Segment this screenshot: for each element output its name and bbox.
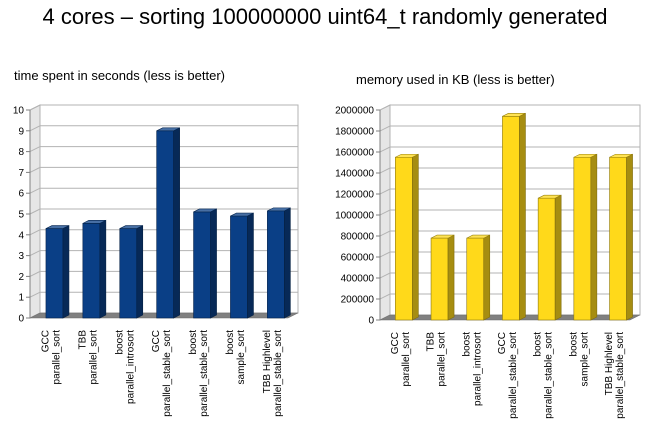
- time-x-tick-label-line: boost: [188, 330, 199, 355]
- time-bar: [45, 225, 70, 319]
- time-x-tick-label-line: parallel_stable_sort: [162, 330, 173, 417]
- memory-gridline: [379, 167, 640, 174]
- time-bar: [82, 219, 107, 319]
- memory-bar: [609, 153, 633, 321]
- memory-y-tick-label: 200000: [341, 295, 375, 306]
- time-x-tick-label-line: sample_sort: [236, 330, 247, 385]
- time-y-tick-label: 1: [18, 293, 24, 304]
- time-x-tick-label-line: GCC: [40, 330, 51, 352]
- memory-x-tick-label-line: boost: [461, 332, 472, 357]
- memory-y-tick-label: 1200000: [335, 190, 374, 201]
- time-x-tick-label-line: parallel_stable_sort: [199, 330, 210, 417]
- memory-x-tick-label-line: TBB: [426, 332, 437, 352]
- time-y-tick-label: 5: [18, 210, 24, 221]
- memory-x-tick-label-line: TBB Highlevel: [604, 332, 615, 395]
- memory-y-tick-label: 1600000: [335, 148, 374, 159]
- memory-y-tick-label: 2000000: [335, 106, 374, 117]
- memory-x-tick-label-line: parallel_sort: [437, 332, 448, 387]
- memory-y-tick-label: 400000: [341, 274, 375, 285]
- time-x-tick-label-line: GCC: [151, 330, 162, 352]
- time-bar: [230, 212, 254, 319]
- memory-gridline: [379, 146, 640, 153]
- time-y-tick-label: 2: [18, 272, 24, 283]
- time-x-tick-label-line: parallel_introsort: [125, 330, 136, 404]
- memory-x-tick-label-line: parallel_stable_sort: [615, 332, 626, 419]
- time-x-tick-label-line: parallel_sort: [88, 330, 99, 385]
- time-y-tick-label: 0: [18, 314, 24, 325]
- time-x-tick-label-line: parallel_stable_sort: [273, 330, 284, 417]
- time-y-tick-label: 4: [18, 230, 24, 241]
- memory-bar: [537, 194, 562, 321]
- time-y-tick-label: 8: [18, 147, 24, 158]
- memory-x-tick-label-line: parallel_introsort: [472, 332, 483, 406]
- memory-x-tick-label-line: sample_sort: [579, 332, 590, 387]
- memory-bar: [466, 234, 491, 321]
- memory-x-tick-label-line: parallel_stable_sort: [544, 332, 555, 419]
- time-y-tick-label: 10: [13, 106, 25, 117]
- time-y-tick-label: 3: [18, 251, 24, 262]
- time-bar: [193, 208, 217, 319]
- time-y-tick-label: 9: [18, 126, 24, 137]
- time-gridline: [29, 104, 298, 111]
- memory-gridline: [379, 188, 640, 195]
- memory-x-tick-label-line: boost: [533, 332, 544, 357]
- memory-bar: [573, 153, 598, 321]
- memory-y-tick-label: 1800000: [335, 127, 374, 138]
- memory-x-tick-label-line: GCC: [390, 332, 401, 354]
- memory-x-tick-label-line: boost: [568, 332, 579, 357]
- time-x-tick-label-line: boost: [225, 330, 236, 355]
- memory-x-tick-label-line: parallel_sort: [401, 332, 412, 387]
- time-bar: [156, 127, 180, 319]
- time-x-tick-label-line: boost: [114, 330, 125, 355]
- time-bar: [267, 207, 291, 319]
- time-x-tick-label-line: TBB Highlevel: [262, 330, 273, 393]
- memory-y-tick-label: 1000000: [335, 211, 374, 222]
- memory-bar: [430, 234, 455, 321]
- memory-chart: 0 200000 400000 600000 800000 1000000 1200000 1…: [335, 104, 641, 419]
- page-title: 4 cores – sorting 100000000 uint64_t ran…: [42, 4, 608, 29]
- memory-x-tick-label-line: parallel_stable_sort: [508, 332, 519, 419]
- memory-y-tick-label: 1400000: [335, 169, 374, 180]
- memory-x-tick-label-line: GCC: [497, 332, 508, 354]
- time-gridline: [29, 125, 298, 132]
- time-x-tick-label-line: TBB: [77, 330, 88, 350]
- memory-gridline: [379, 104, 640, 111]
- time-y-tick-label: 6: [18, 189, 24, 200]
- memory-bar: [502, 112, 526, 321]
- memory-gridline: [379, 125, 640, 132]
- time-chart-title: time spent in seconds (less is better): [14, 68, 225, 83]
- memory-y-tick-label: 600000: [341, 253, 375, 264]
- time-y-tick-label: 7: [18, 168, 24, 179]
- memory-y-tick-label: 800000: [341, 232, 375, 243]
- memory-bar: [395, 153, 419, 321]
- time-gridline: [29, 166, 298, 173]
- time-x-tick-label-line: parallel_sort: [51, 330, 62, 385]
- time-gridline: [29, 146, 298, 153]
- time-gridline: [29, 187, 298, 194]
- memory-chart-title: memory used in KB (less is better): [356, 72, 555, 87]
- memory-y-tick-label: 0: [368, 316, 374, 327]
- time-bar: [119, 225, 144, 319]
